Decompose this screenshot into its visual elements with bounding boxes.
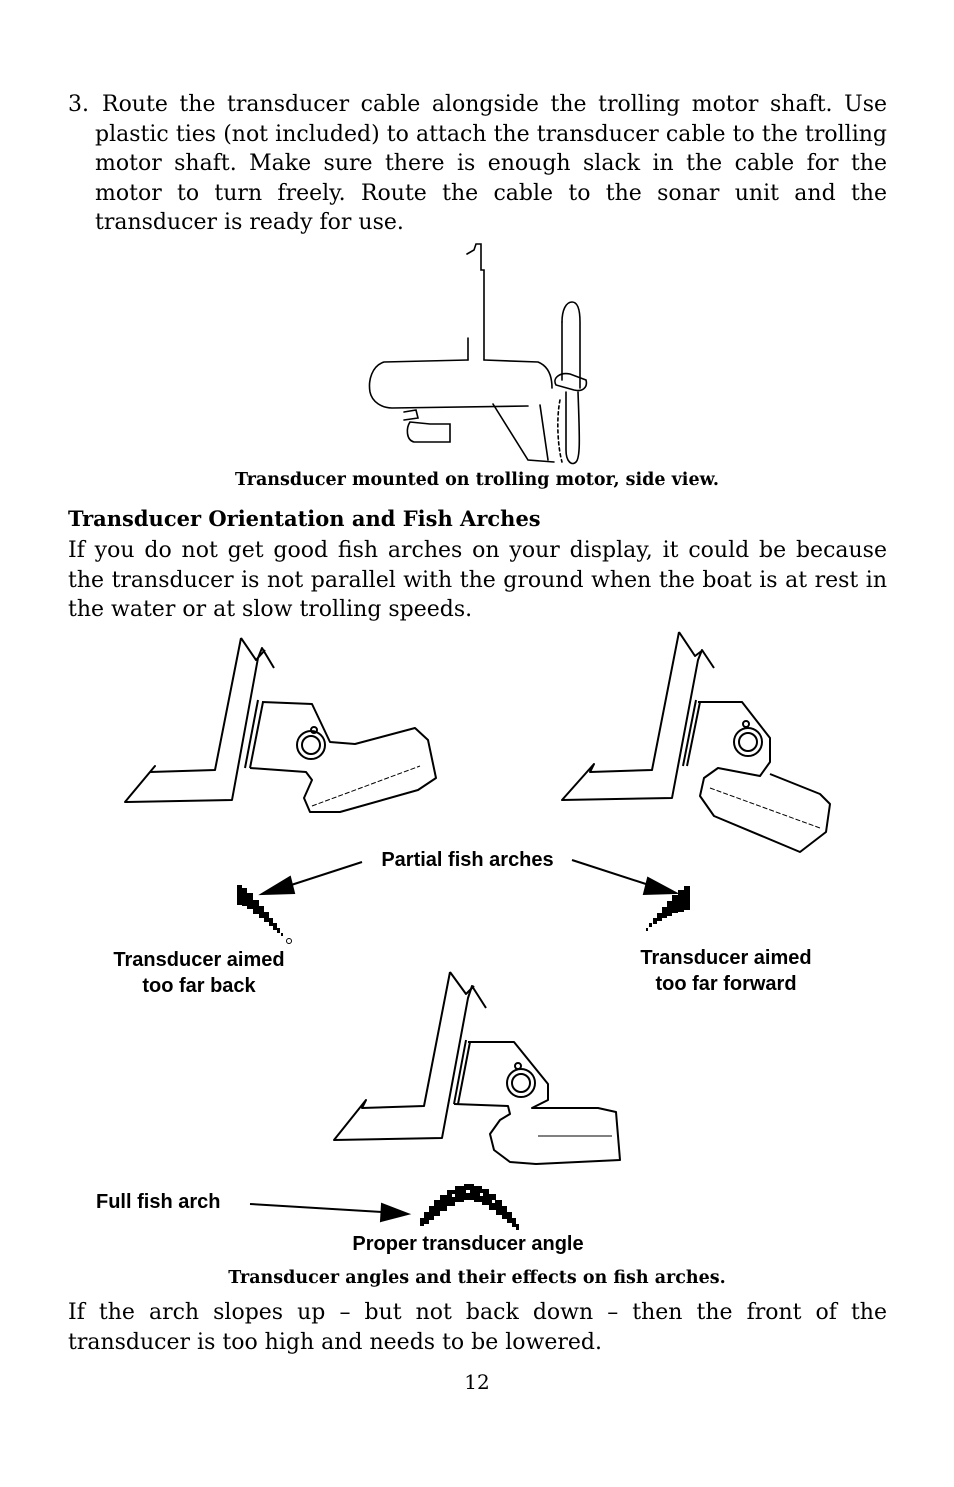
closing-paragraph: If the arch slopes up – but not back dow… [68, 1300, 887, 1355]
aimed-back-label: Transducer aimed too far back [92, 947, 306, 999]
transducer-too-far-back-illustration [124, 637, 437, 813]
partial-arch-forward-icon [646, 886, 690, 931]
figure2-caption: Transducer angles and their effects on f… [228, 1268, 726, 1288]
step-number: 3. [68, 92, 89, 117]
trolling-motor-illustration [368, 243, 588, 465]
section-intro: If you do not get good fish arches on yo… [68, 538, 887, 622]
full-arch-label: Full fish arch [96, 1191, 221, 1213]
aimed-forward-line1: Transducer aimed [640, 947, 812, 969]
partial-arches-label: Partial fish arches [381, 849, 554, 871]
aimed-forward-label: Transducer aimed too far forward [618, 945, 834, 997]
aimed-forward-line2: too far forward [655, 973, 797, 995]
section-heading: Transducer Orientation and Fish Arches [68, 506, 541, 531]
transducer-too-far-forward-illustration [561, 631, 831, 853]
proper-angle-label: Proper transducer angle [352, 1233, 584, 1255]
figure1-caption: Transducer mounted on trolling motor, si… [235, 470, 719, 490]
aimed-back-line1: Transducer aimed [113, 949, 285, 971]
full-arch-icon [420, 1184, 519, 1230]
page-number: 12 [464, 1370, 490, 1394]
step-3-paragraph: 3. Route the transducer cable alongside … [68, 90, 887, 238]
partial-arch-back-icon [237, 885, 292, 944]
partial-arch-arrows [258, 859, 680, 896]
full-arch-arrow [249, 1202, 412, 1223]
transducer-proper-angle-illustration [333, 971, 621, 1165]
step-3-text: Route the transducer cable alongside the… [95, 92, 887, 235]
aimed-back-line2: too far back [142, 975, 256, 997]
